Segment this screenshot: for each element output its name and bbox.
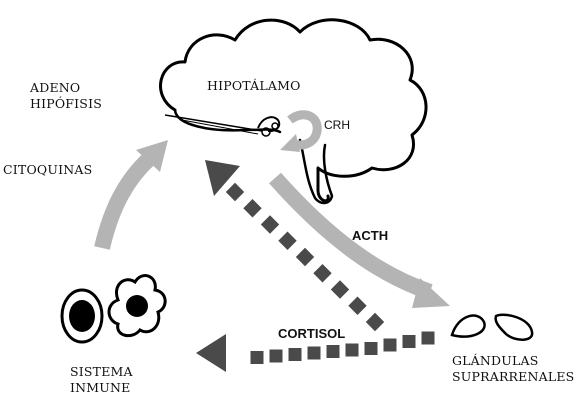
label-adeno-line1: ADENO — [30, 80, 81, 95]
cortisol-to-immune-arrow — [196, 331, 435, 372]
cortisol-up-segment — [348, 296, 367, 315]
label-citoquinas: CITOQUINAS — [3, 162, 93, 177]
cortisol-left-segment — [402, 335, 416, 348]
cortisol-left-segment — [326, 345, 340, 358]
citoquinas-arrow — [94, 140, 168, 250]
cortisol-up-segment — [313, 264, 332, 283]
cortisol-up-segment — [278, 231, 297, 250]
label-crh: CRH — [324, 118, 350, 132]
label-acth: ACTH — [352, 228, 389, 243]
cortisol-left-segment — [288, 348, 302, 361]
cortisol-up-segment — [243, 199, 262, 218]
cortisol-up-segment — [330, 280, 350, 299]
crh-arrow — [280, 110, 322, 152]
cortisol-left-segment — [345, 343, 359, 357]
cortisol-up-segment — [225, 182, 245, 202]
cortisol-up-arrowhead — [205, 160, 240, 196]
label-glandulas-line2: SUPRARRENALES — [452, 369, 575, 384]
cortisol-left-segment — [307, 346, 321, 360]
label-sistema-line2: INMUNE — [70, 380, 131, 395]
cortisol-to-brain-arrow — [205, 160, 385, 332]
label-glandulas: GLÁNDULAS SUPRARRENALES — [452, 353, 574, 385]
label-sistema-line1: SISTEMA — [70, 364, 133, 379]
label-cortisol: CORTISOL — [278, 326, 346, 341]
cortisol-up-segment — [295, 247, 315, 267]
cortisol-left-segment — [269, 349, 283, 363]
label-hipotalamo: HIPOTÁLAMO — [207, 78, 301, 93]
adrenal-gland-icon — [450, 313, 534, 341]
cortisol-up-segment — [260, 215, 280, 234]
cortisol-left-segment — [383, 338, 397, 352]
label-glandulas-line1: GLÁNDULAS — [452, 353, 539, 368]
immune-cell-icon — [60, 274, 167, 344]
cortisol-left-segment — [364, 342, 378, 355]
label-sistema-inmune: SISTEMA INMUNE — [70, 364, 133, 396]
label-adeno-line2: HIPÓFISIS — [30, 96, 102, 111]
cortisol-left-segment — [421, 331, 435, 345]
cortisol-left-segment — [250, 351, 264, 364]
cortisol-up-segment — [365, 312, 385, 332]
acth-arrow — [269, 172, 450, 308]
label-adeno: ADENO HIPÓFISIS — [30, 80, 102, 112]
cortisol-left-arrowhead — [196, 334, 226, 372]
brain-outline-icon — [159, 18, 428, 205]
